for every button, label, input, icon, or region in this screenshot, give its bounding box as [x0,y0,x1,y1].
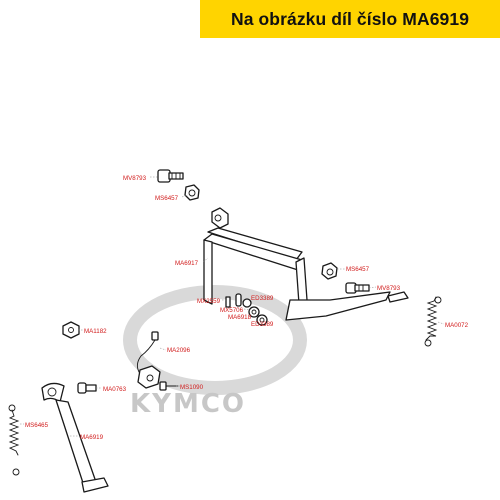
label-ms6457-right: MS6457 [346,266,370,273]
label-ms6465: MS6465 [25,422,49,429]
label-ed3389-bottom: ED3389 [251,321,274,328]
switch-ma2096 [136,331,161,389]
label-mx2559: MX2559 [197,298,221,305]
spring-ma0072 [424,296,442,347]
label-ed3389-top: ED3389 [251,295,274,302]
label-ma6918: MA6918 [228,314,252,321]
spring-ms6465 [8,404,20,476]
main-stand-ma6917 [203,207,409,321]
label-mv8793-top: MV8793 [123,175,147,182]
label-ma1182: MA1182 [84,328,107,335]
label-mv8793-right: MV8793 [377,285,401,292]
label-ms6457-top: MS6457 [155,195,179,202]
bolt-ma0763 [77,382,97,394]
watermark-brand-text: KYMCO [130,389,246,419]
nut-ms6457-top [184,184,200,201]
label-ma6917: MA6917 [175,260,199,267]
side-stand-ma6919 [41,382,109,493]
part-number-banner: Na obrázku díl číslo MA6919 [200,0,500,38]
small-parts-cluster [225,293,268,326]
nut-ms6457-right [321,262,338,280]
kymco-watermark: KYMCO [123,285,307,419]
label-mx5706: MX5706 [220,307,244,314]
label-ma0072: MA0072 [445,322,469,329]
banner-text: Na obrázku díl číslo MA6919 [230,8,470,29]
leader-lines [20,176,445,437]
label-ms1090: MS1090 [180,384,204,391]
label-ma0763: MA0763 [103,386,127,393]
label-ma6919: MA6919 [80,434,104,441]
bolt-mv8793-top [157,169,184,183]
rubber-ma1182 [62,321,80,339]
bolt-mv8793-right [345,282,370,294]
part-labels: MV8793 MS6457 MA6917 MS6457 MV8793 MX255… [25,175,469,441]
label-ma2096: MA2096 [167,347,191,354]
